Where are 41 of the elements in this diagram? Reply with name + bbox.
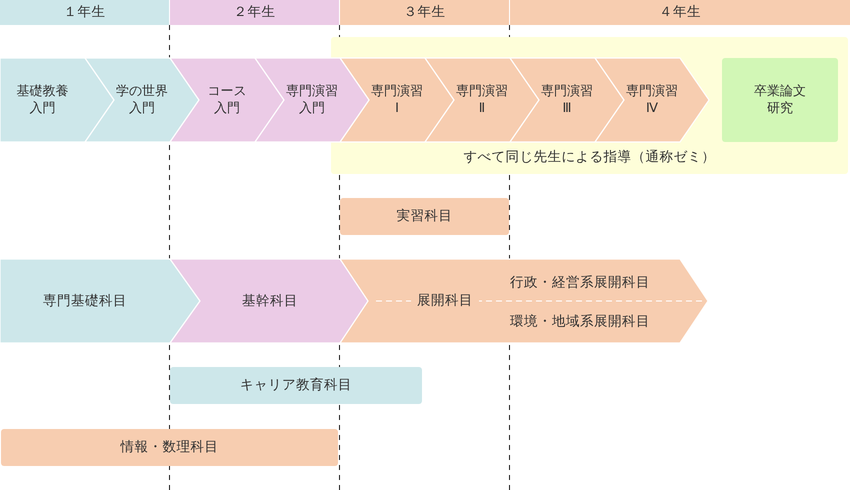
course-label: 行政・経営系展開科目 — [510, 274, 650, 292]
course-label: 卒業論文研究 — [754, 83, 806, 117]
year-label: ４年生 — [659, 4, 701, 21]
year-band — [510, 0, 850, 25]
course-label: 情報・数理科目 — [120, 439, 218, 456]
course-label: 実習科目 — [396, 208, 452, 225]
year-label: ３年生 — [404, 4, 446, 21]
year-label: １年生 — [64, 4, 106, 21]
course-label: 専門演習Ⅰ — [371, 83, 423, 117]
course-label: コース入門 — [208, 83, 246, 117]
year-band — [0, 0, 169, 25]
course-label: 専門演習Ⅳ — [626, 83, 678, 117]
chevron-step — [510, 58, 624, 142]
course-label: 基幹科目 — [242, 292, 298, 310]
course-label: 専門演習入門 — [286, 83, 338, 117]
chevron-step — [170, 259, 370, 343]
course-label: キャリア教育科目 — [240, 377, 352, 394]
zone-caption: すべて同じ先生による指導（通称ゼミ） — [464, 149, 716, 166]
course-label: 学の世界入門 — [116, 83, 168, 117]
chevron-step — [255, 58, 369, 142]
course-box — [340, 198, 509, 235]
course-label: 専門演習Ⅲ — [541, 83, 593, 117]
year-band — [340, 0, 509, 25]
course-box — [170, 367, 422, 404]
chevron-step — [0, 259, 200, 343]
chevron-step — [170, 58, 284, 142]
year-band — [170, 0, 339, 25]
course-label: 環境・地域系展開科目 — [510, 314, 650, 330]
year-label: ２年生 — [234, 4, 276, 21]
chevron-step — [85, 58, 199, 142]
course-label: 基礎教養入門 — [16, 83, 68, 117]
chevron-step — [340, 58, 454, 142]
course-label: 専門基礎科目 — [43, 292, 127, 310]
chevron-step — [0, 58, 114, 142]
chevron-step — [595, 58, 709, 142]
course-box — [1, 429, 338, 466]
course-label: 専門演習Ⅱ — [456, 83, 508, 117]
chevron-step — [425, 58, 539, 142]
course-box — [722, 58, 838, 142]
chevron-step — [340, 259, 708, 343]
course-label: 展開科目 — [411, 292, 479, 310]
